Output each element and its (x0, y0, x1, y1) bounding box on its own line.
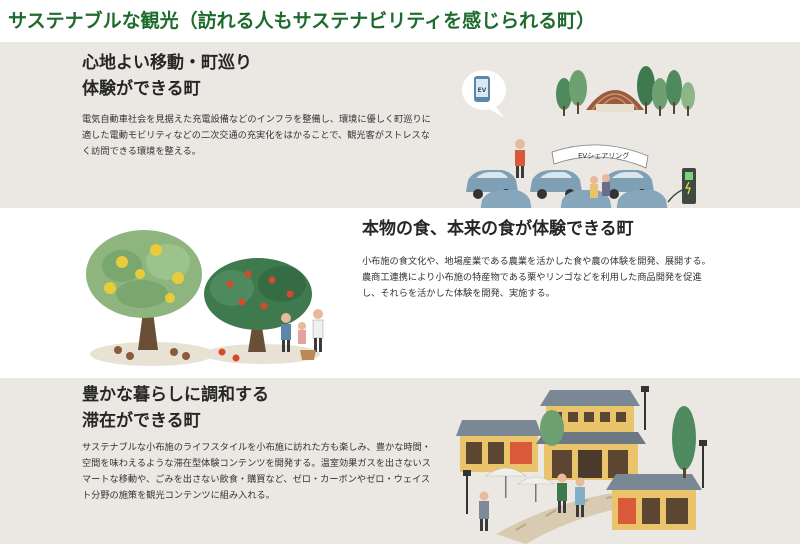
section-heading-food: 本物の食、本来の食が体験できる町 (362, 219, 634, 239)
section-mobility: 心地よい移動・町巡り 体験ができる町 電気自動車社会を見据えた充電設備などのイン… (0, 42, 800, 208)
chestnut-icon (104, 244, 190, 360)
person-icon (515, 139, 610, 198)
section-body-food: 小布施の食文化や、地場産業である農業を活かした食や農の体験を開発、展開する。農商… (362, 256, 711, 299)
basket-icon (300, 350, 316, 360)
section-heading-stay: 豊かな暮らしに調和する 滞在ができる町 (82, 385, 269, 431)
apple-tree-icon (204, 258, 312, 352)
dome-building-icon (586, 90, 644, 112)
page-title: サステナブルな観光（訪れる人もサステナビリティを感じられる町） (0, 0, 800, 42)
person-icon (479, 473, 585, 531)
orchard-illustration (86, 230, 324, 366)
ev-sharing-banner: EVシェアリング (551, 144, 649, 169)
cypress-tree-icon (540, 406, 696, 478)
section-heading-mobility: 心地よい移動・町巡り 体験ができる町 (82, 53, 252, 99)
apple-icon (218, 270, 294, 362)
svg-text:EVシェアリング: EVシェアリング (578, 151, 629, 160)
tree-icon (556, 66, 695, 116)
person-icon (281, 309, 324, 352)
ev-car-icon (466, 170, 668, 208)
section-food: 本物の食、本来の食が体験できる町 小布施の食文化や、地場産業である農業を活かした… (0, 208, 800, 378)
ev-sharing-illustration: EVシェアリング EV (462, 66, 696, 208)
smartphone-icon: EV (462, 70, 506, 118)
traditional-house-icon (606, 474, 702, 530)
traditional-house-icon (456, 420, 542, 472)
street-lamp-icon (463, 386, 707, 514)
svg-text:EV: EV (478, 87, 487, 94)
section-body-stay: サステナブルな小布施のライフスタイルを小布施に訪れた方も楽しみ、豊かな時間・空間… (82, 442, 431, 501)
section-stay: 豊かな暮らしに調和する 滞在ができる町 サステナブルな小布施のライフスタイルを小… (0, 378, 800, 544)
townscape-illustration (456, 386, 707, 544)
chestnut-tree-icon (86, 230, 202, 350)
charging-station-icon (667, 168, 696, 204)
parasol-icon (485, 467, 555, 502)
section-body-mobility: 電気自動車社会を見据えた充電設備などのインフラを整備し、環境に優しく町巡りに適し… (82, 114, 431, 157)
